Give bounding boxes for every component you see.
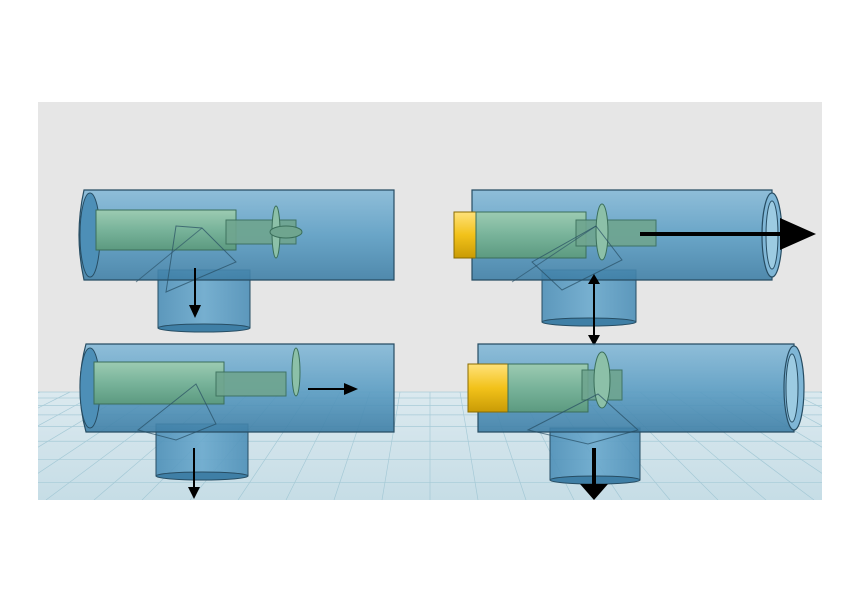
arrow-right-top-right — [640, 218, 816, 250]
grid-line — [38, 391, 101, 427]
tee-valve-scene — [38, 189, 822, 500]
render-viewport — [38, 102, 822, 500]
tee-top-left — [78, 189, 395, 333]
arrow-down-top-left — [189, 268, 201, 318]
tee-top-right — [453, 189, 783, 327]
arrow-up-down-top-right — [588, 274, 600, 346]
grid-line — [459, 391, 479, 500]
arrow-down-bottom-left — [188, 448, 200, 499]
tee-bottom-right — [467, 343, 805, 485]
tee-bottom-left — [79, 343, 395, 481]
grid-line — [381, 391, 401, 500]
arrow-right-bottom-left — [308, 383, 358, 395]
arrow-down-bottom-right — [580, 448, 608, 500]
